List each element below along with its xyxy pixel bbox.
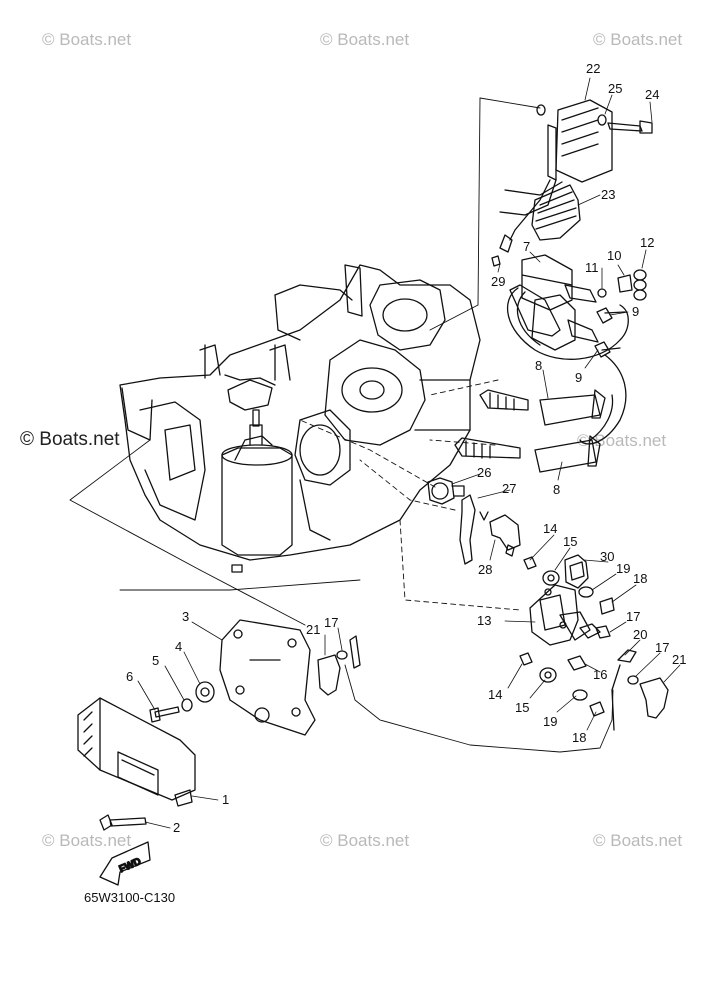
part-19-washer: [572, 586, 594, 701]
part-label-27: 27: [502, 481, 516, 496]
fwd-arrow-icon: [99, 841, 151, 886]
part-22-rectifier: [499, 99, 613, 253]
part-26-sender: [427, 477, 465, 505]
part-label-1: 1: [222, 792, 229, 807]
part-8-plug-boot: [534, 389, 606, 473]
callout-leaders: [137, 77, 681, 829]
watermark-top-left: © Boats.net: [42, 30, 132, 49]
part-label-29: 29: [491, 274, 505, 289]
engine-block: [119, 264, 481, 573]
part-label-21a: 21: [672, 652, 686, 667]
part-label-4: 4: [175, 639, 182, 654]
watermark-top-right: © Boats.net: [593, 30, 683, 49]
part-18-bolt: [589, 597, 615, 717]
spark-plugs: [454, 389, 529, 459]
part-label-3: 3: [182, 609, 189, 624]
part-label-20: 20: [633, 627, 647, 642]
watermark-bottom-left: © Boats.net: [42, 831, 132, 850]
part-30-cover: [564, 554, 589, 589]
part-label-24: 24: [645, 87, 659, 102]
part-13-bracket: [529, 584, 591, 646]
part-label-19b: 19: [543, 714, 557, 729]
part-25-washer: [597, 114, 607, 126]
part-label-15b: 15: [515, 700, 529, 715]
part-label-6: 6: [126, 669, 133, 684]
part-label-9b: 9: [575, 370, 582, 385]
part-label-5: 5: [152, 653, 159, 668]
part-5-washer: [181, 698, 193, 712]
part-29-terminal: [491, 255, 501, 267]
fwd-label: FWD: [118, 856, 143, 875]
part-label-11: 11: [585, 260, 599, 275]
part-number-labels: 22 25 24 23 29 7 10 11 12 9 9 8 8 26 27 …: [126, 61, 686, 835]
part-4-grommet: [195, 681, 215, 703]
part-14-collar: [519, 556, 537, 666]
leader-lines: [69, 97, 614, 753]
part-label-21b: 21: [306, 622, 320, 637]
watermark-mid-left: © Boats.net: [20, 429, 120, 450]
part-24-bolt: [607, 120, 653, 134]
part-9-plug-cap: [594, 307, 626, 358]
part-label-12: 12: [640, 235, 654, 250]
part-label-8a: 8: [535, 358, 542, 373]
part-label-23: 23: [601, 187, 615, 202]
part-label-26: 26: [477, 465, 491, 480]
part-6-bolt: [149, 706, 180, 723]
part-23-sleeve: [531, 184, 581, 241]
part-2-bolt: [99, 814, 147, 831]
part-label-14a: 14: [543, 521, 557, 536]
ignition-cables: [506, 287, 629, 445]
part-10-bolt: [617, 274, 633, 293]
part-label-17b: 17: [655, 640, 669, 655]
part-16-nut: [567, 623, 611, 671]
part-15-grommet: [539, 570, 560, 683]
part-label-28: 28: [478, 562, 492, 577]
part-28-elbow: [489, 514, 521, 557]
part-label-19a: 19: [616, 561, 630, 576]
part-7-ignition-coil: [509, 254, 599, 351]
part-label-25: 25: [608, 81, 622, 96]
part-11-washer: [597, 288, 607, 298]
part-label-13: 13: [477, 613, 491, 628]
part-label-18b: 18: [572, 730, 586, 745]
part-label-30: 30: [600, 549, 614, 564]
watermark-top-center: © Boats.net: [320, 30, 410, 49]
part-1-cdi-unit: [77, 697, 196, 807]
part-21-cap: [317, 654, 669, 719]
part-label-17a: 17: [626, 609, 640, 624]
part-label-10: 10: [607, 248, 621, 263]
part-label-9a: 9: [632, 304, 639, 319]
watermark-bottom-center: © Boats.net: [320, 831, 410, 850]
part-label-18a: 18: [633, 571, 647, 586]
part-label-15a: 15: [563, 534, 577, 549]
diagram-code: 65W3100-C130: [84, 890, 176, 905]
part-label-14b: 14: [488, 687, 502, 702]
part-label-7: 7: [523, 239, 530, 254]
part-label-2: 2: [173, 820, 180, 835]
part-label-16: 16: [593, 667, 607, 682]
part-27-hose: [459, 494, 489, 565]
part-3-gasket: [219, 619, 316, 736]
part-label-8b: 8: [553, 482, 560, 497]
part-label-22: 22: [586, 61, 600, 76]
watermark-bottom-right: © Boats.net: [593, 831, 683, 850]
part-20-wire: [611, 649, 637, 731]
part-12-clip: [633, 269, 647, 301]
part-label-17c: 17: [324, 615, 338, 630]
part-17-terminal: [336, 635, 639, 685]
